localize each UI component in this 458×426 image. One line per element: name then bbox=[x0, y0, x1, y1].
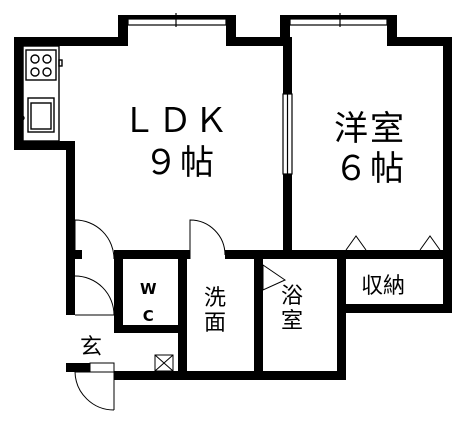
washroom-char-2: 面 bbox=[204, 311, 227, 336]
wall-storage-bottom bbox=[337, 304, 452, 313]
wall-top-left bbox=[14, 37, 126, 46]
bath-char-2: 室 bbox=[281, 309, 304, 334]
wall-wash-right bbox=[254, 250, 263, 380]
wall-ldk-bottom-left bbox=[66, 250, 82, 259]
wall-left-lower bbox=[66, 141, 75, 315]
washer-space bbox=[154, 354, 174, 372]
door-ldk-left bbox=[74, 219, 115, 260]
bath-char-1: 浴 bbox=[281, 284, 304, 309]
closet-door-left bbox=[345, 235, 367, 251]
window-room bbox=[289, 18, 388, 26]
wall-top-notch-right bbox=[387, 15, 397, 46]
ldk-size: ９帖 bbox=[144, 143, 216, 183]
washroom-char-1: 洗 bbox=[204, 286, 227, 311]
wall-entrance-bottom bbox=[66, 363, 90, 372]
window-ldk bbox=[127, 18, 227, 26]
wc-label: W C bbox=[140, 282, 157, 324]
wall-top-notch-mid-right bbox=[280, 15, 290, 46]
bath-label: 浴 室 bbox=[281, 286, 303, 333]
kitchen-counter bbox=[22, 45, 60, 142]
wall-top-notch-left bbox=[118, 15, 128, 46]
wc-char-2: C bbox=[142, 307, 154, 325]
wall-kitchen-bottom bbox=[14, 141, 74, 150]
wall-right bbox=[443, 37, 452, 310]
wall-room-bottom bbox=[283, 250, 452, 259]
wall-top-mid bbox=[226, 37, 288, 46]
step bbox=[89, 362, 115, 373]
walls bbox=[14, 15, 452, 380]
door-ldk-right bbox=[189, 219, 226, 259]
ldk-label: ＬＤＫ bbox=[122, 101, 230, 141]
wall-wc-left bbox=[114, 250, 123, 331]
wall-wc-bottom bbox=[114, 325, 187, 333]
sink-icon bbox=[27, 97, 55, 133]
kitchen bbox=[19, 45, 63, 142]
wall-bath-right bbox=[337, 250, 346, 380]
wall-bottom bbox=[114, 371, 346, 380]
door-entrance-upper bbox=[74, 275, 115, 316]
closet-door-right bbox=[419, 235, 441, 251]
doors bbox=[74, 219, 441, 411]
window-frame-top-room bbox=[280, 15, 395, 19]
western-room-size: ６帖 bbox=[334, 149, 406, 189]
door-entrance-lower bbox=[74, 371, 115, 411]
wall-top-notch-mid-left bbox=[226, 15, 236, 46]
door-bath bbox=[262, 264, 287, 291]
wall-ldk-bottom-mid bbox=[114, 250, 190, 259]
wall-top-right bbox=[387, 37, 452, 46]
wall-wc-right bbox=[178, 250, 187, 380]
stove-icon bbox=[25, 49, 57, 81]
wall-left-kitchen bbox=[14, 37, 23, 150]
storage-label: 収納 bbox=[361, 274, 406, 299]
washing-machine-icon bbox=[154, 354, 174, 372]
wc-char-1: W bbox=[140, 280, 157, 298]
windows bbox=[127, 13, 388, 175]
western-room-label: 洋室 bbox=[334, 109, 406, 149]
entrance-label: 玄 bbox=[80, 335, 103, 360]
washroom-label: 洗 面 bbox=[204, 288, 226, 335]
